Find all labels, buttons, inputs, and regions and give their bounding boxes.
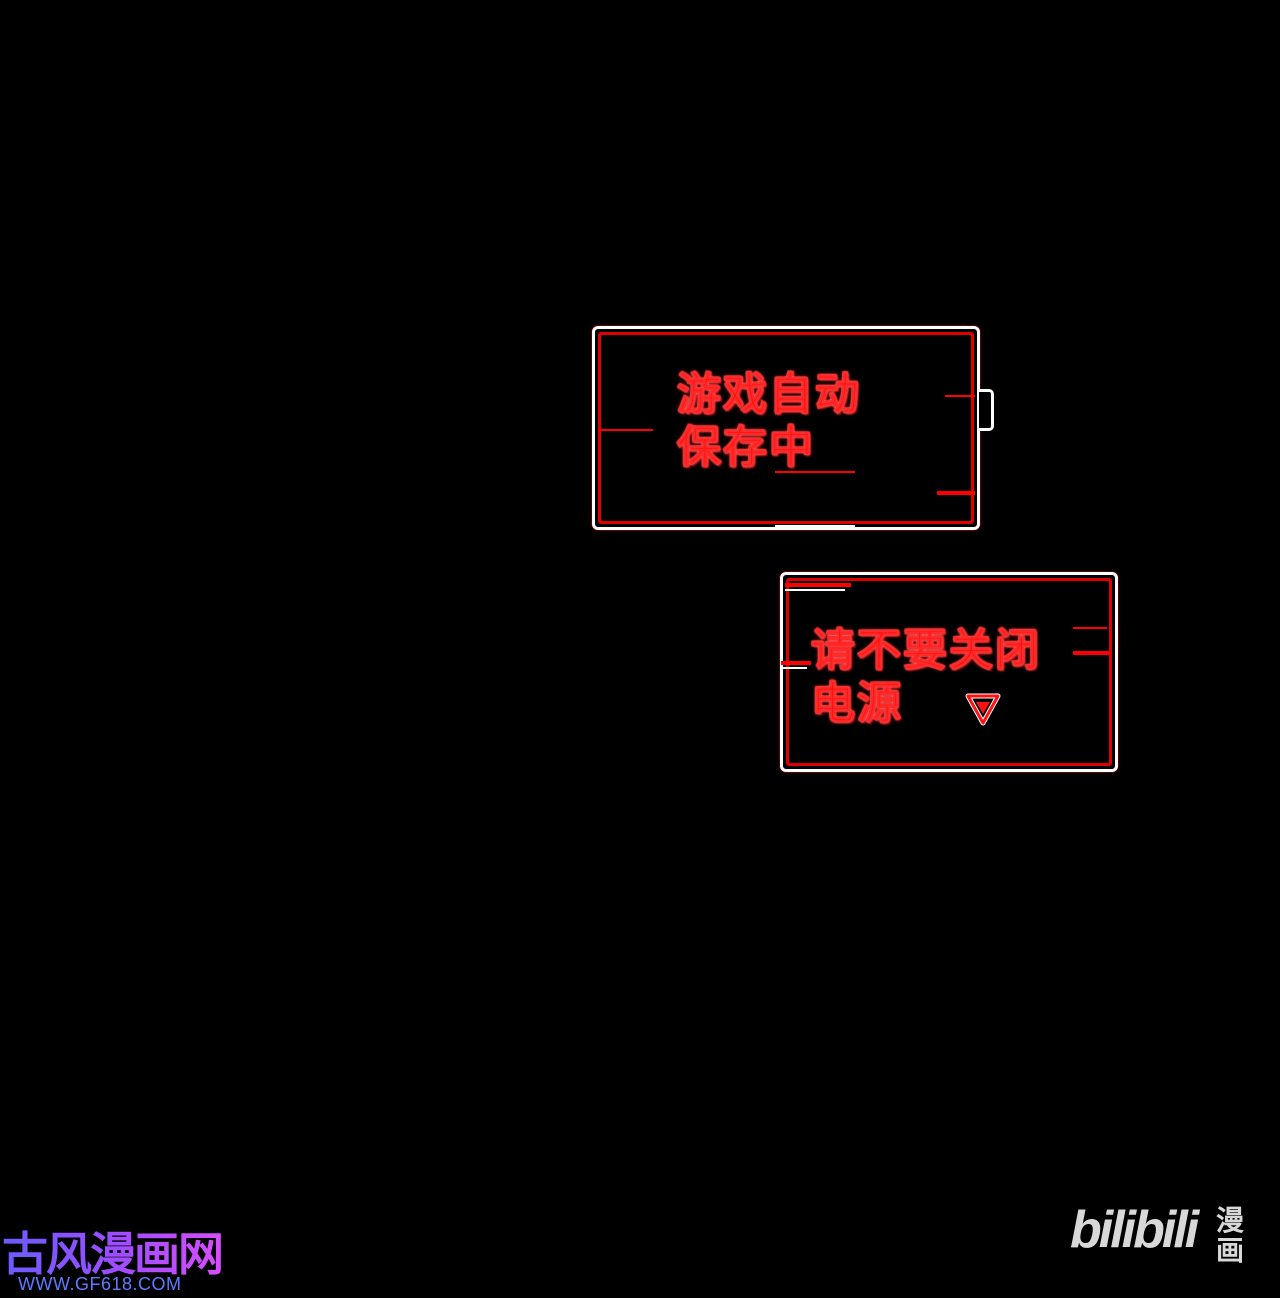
- bilibili-comics-label: 漫画: [1216, 1204, 1245, 1267]
- autosave-message: 游戏自动 保存中: [677, 369, 861, 475]
- advance-triangle-icon[interactable]: [965, 691, 1001, 727]
- bilibili-comics-watermark: bilibili 漫画: [1070, 1204, 1260, 1274]
- glitch-line: [1073, 627, 1107, 629]
- site-watermark: 古风漫画网 WWW.GF618.COM: [0, 1218, 230, 1298]
- glitch-line: [781, 667, 807, 669]
- site-url: WWW.GF618.COM: [18, 1274, 182, 1294]
- site-title: 古风漫画网: [2, 1218, 224, 1284]
- glitch-line: [781, 661, 811, 665]
- power-line-1: 请不要关闭: [811, 625, 1041, 677]
- glitch-line: [937, 491, 975, 495]
- dialog-side-tab: [979, 389, 994, 431]
- glitch-line: [1073, 651, 1109, 655]
- glitch-line: [785, 583, 851, 587]
- dialog-inner-frame: [786, 578, 1112, 766]
- autosave-line-1: 游戏自动: [677, 369, 861, 421]
- bilibili-logo: bilibili: [1070, 1201, 1199, 1259]
- glitch-line: [785, 589, 845, 591]
- glitch-line: [599, 429, 653, 431]
- dialog-inner-frame: [598, 332, 974, 524]
- autosave-dialog: 游戏自动 保存中: [592, 326, 994, 530]
- autosave-line-2: 保存中: [677, 421, 815, 473]
- glitch-line: [775, 471, 855, 473]
- power-warning-dialog: 请不要关闭 电源: [780, 572, 1118, 772]
- power-warning-message: 请不要关闭 电源: [811, 625, 1041, 731]
- power-line-2: 电源: [811, 677, 903, 729]
- glitch-line: [775, 525, 855, 527]
- glitch-line: [945, 395, 975, 397]
